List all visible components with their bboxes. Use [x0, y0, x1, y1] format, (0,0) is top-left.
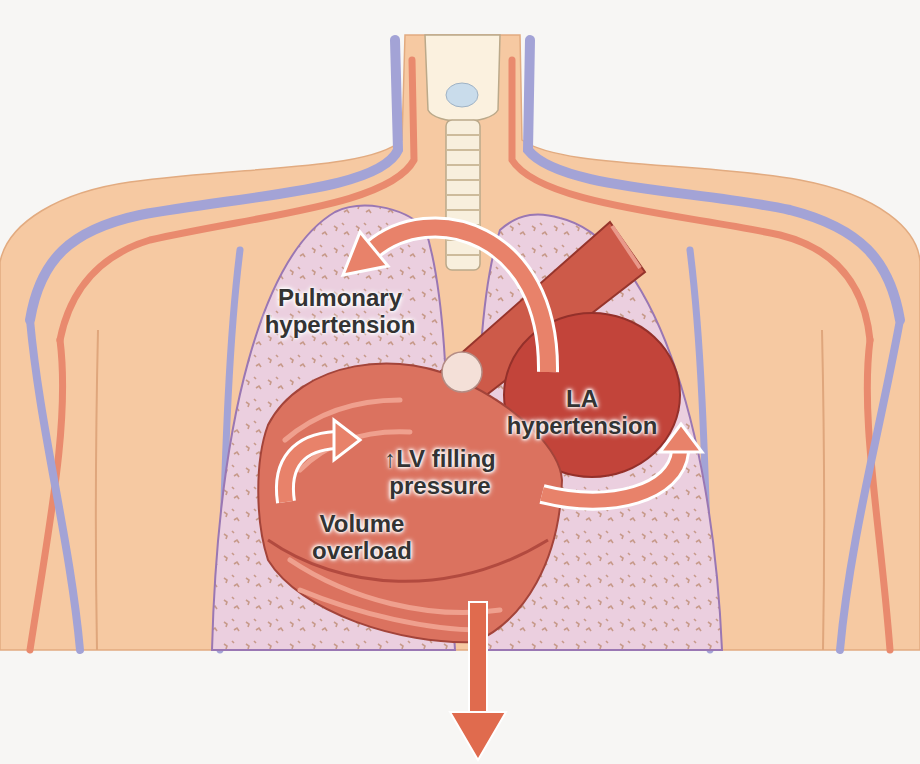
annotation-label: Volume overload: [287, 510, 437, 564]
annotation-label: ↑LV filling pressure: [350, 445, 530, 499]
annotation-label: Pulmonary hypertension: [250, 284, 430, 338]
annotation-label: LA hypertension: [492, 385, 672, 439]
arm-line: [822, 330, 824, 650]
left-ventricle: [258, 363, 562, 642]
arm-line: [96, 330, 98, 650]
torso-skin: [0, 35, 920, 650]
pulmonary-valve: [442, 352, 482, 392]
blood-vessels: [30, 40, 900, 650]
